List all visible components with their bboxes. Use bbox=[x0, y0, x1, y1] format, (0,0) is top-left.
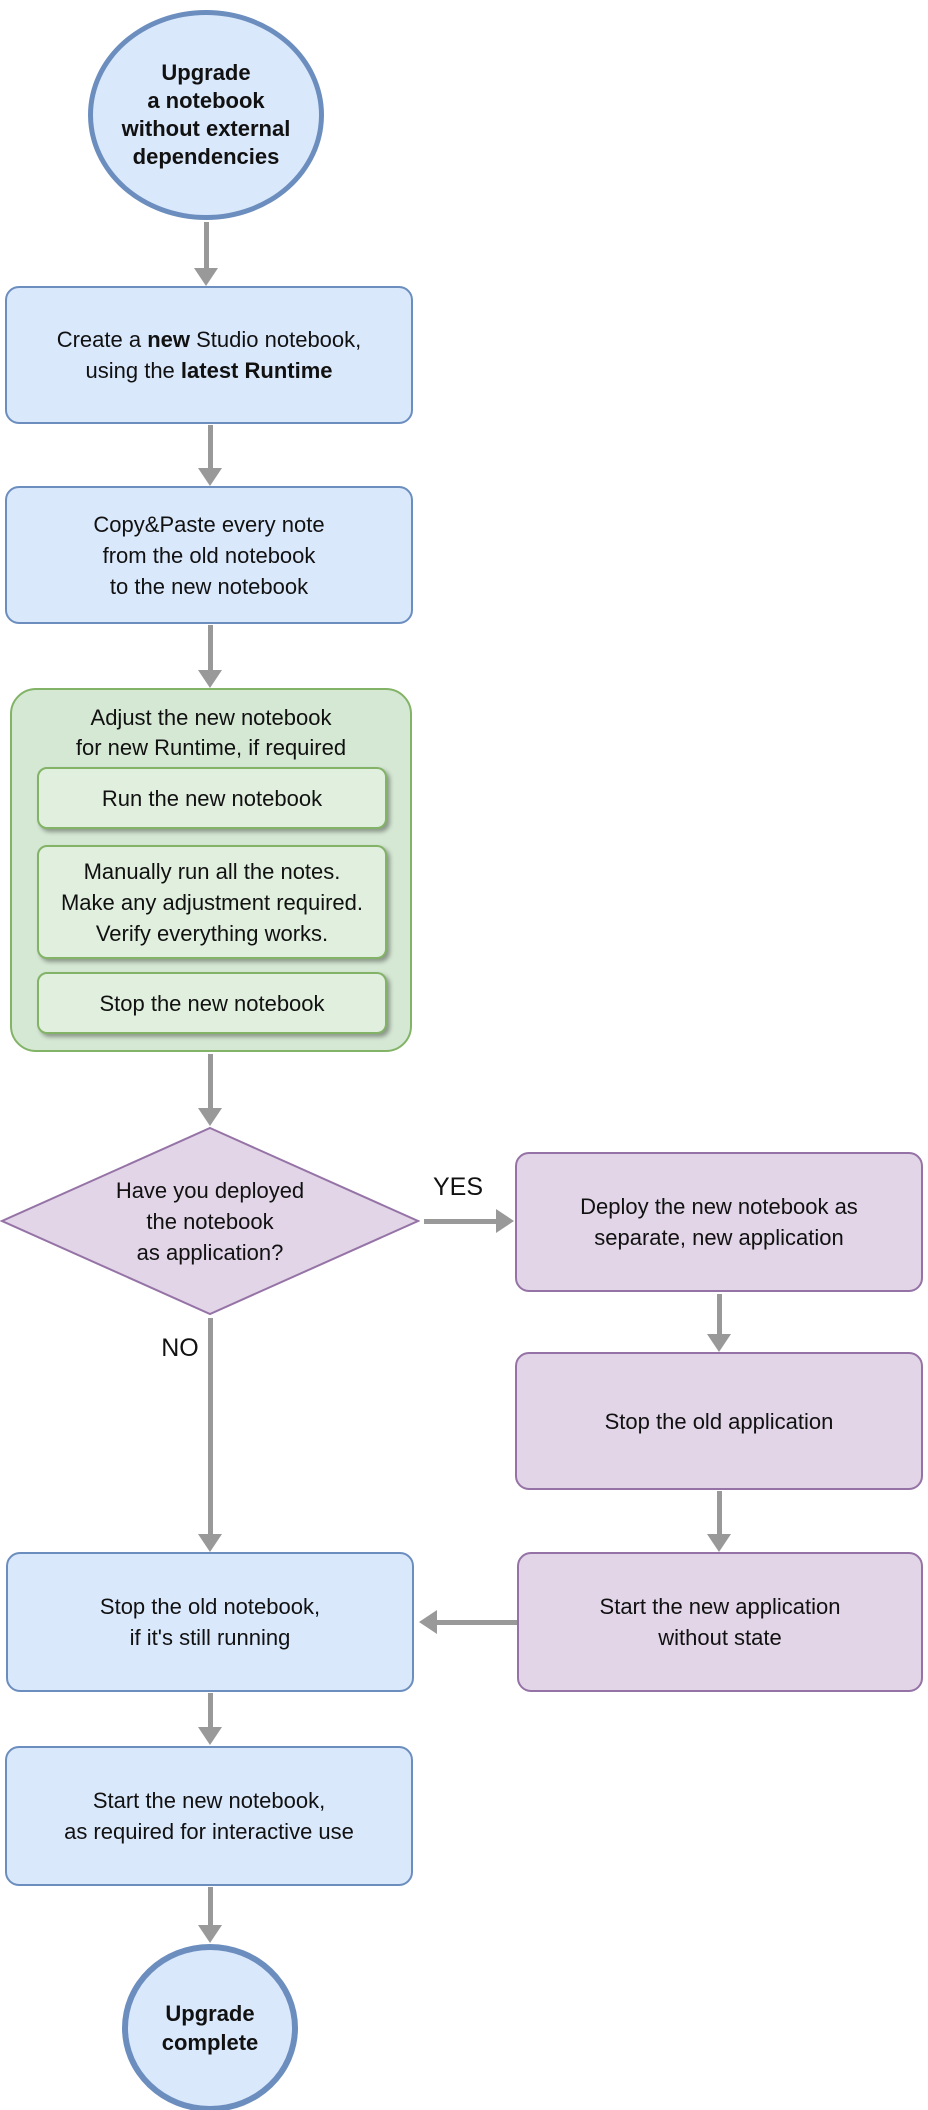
step-manual-run-line: Make any adjustment required. bbox=[60, 889, 364, 915]
step-manual-run-line: Manually run all the notes. bbox=[83, 858, 341, 884]
start-node-label-line: dependencies bbox=[132, 144, 280, 169]
stop-old-notebook-node: Stop the old notebook, if it's still run… bbox=[6, 1552, 414, 1692]
deploy-app-line: separate, new application bbox=[594, 1225, 844, 1250]
arrow-left-icon bbox=[419, 1610, 437, 1634]
adjust-group-title-line: Adjust the new notebook bbox=[90, 705, 332, 730]
step-manual-run-node: Manually run all the notes. Make any adj… bbox=[37, 845, 387, 959]
step-run-notebook-label: Run the new notebook bbox=[101, 785, 323, 811]
start-new-notebook-node: Start the new notebook, as required for … bbox=[5, 1746, 413, 1886]
decision-label-line: Have you deployed bbox=[115, 1177, 305, 1203]
arrow-no-to-stopnotebook bbox=[197, 1318, 223, 1552]
yes-label: YES bbox=[432, 1173, 484, 1201]
create-notebook-line1: Create a new Studio notebook, bbox=[57, 324, 362, 355]
start-node-label-line: without external bbox=[121, 116, 291, 141]
start-node-label-line: a notebook bbox=[147, 88, 265, 113]
text-run-bold: latest Runtime bbox=[180, 358, 333, 383]
end-node-label-line: complete bbox=[161, 2030, 259, 2055]
stop-old-notebook-line: Stop the old notebook, bbox=[99, 1594, 321, 1619]
stop-old-app-label: Stop the old application bbox=[604, 1408, 834, 1434]
start-new-app-node: Start the new application without state bbox=[517, 1552, 923, 1692]
copy-paste-line: to the new notebook bbox=[109, 573, 309, 599]
step-manual-run-line: Verify everything works. bbox=[95, 920, 329, 946]
arrow-down-icon bbox=[198, 670, 222, 688]
text-run: Create a bbox=[56, 327, 148, 352]
deploy-app-node: Deploy the new notebook as separate, new… bbox=[515, 1152, 923, 1292]
arrow-adjust-to-decision bbox=[197, 1054, 223, 1126]
decision-label-line: the notebook bbox=[146, 1208, 274, 1234]
arrow-shaft bbox=[207, 1054, 213, 1108]
arrow-down-icon bbox=[707, 1334, 731, 1352]
arrow-shaft bbox=[207, 1693, 213, 1727]
arrow-deploy-to-stopapp bbox=[706, 1294, 732, 1352]
decision-diamond-shape bbox=[0, 1126, 421, 1316]
step-run-notebook-node: Run the new notebook bbox=[37, 767, 387, 829]
start-node-label-line: Upgrade bbox=[161, 60, 251, 85]
arrow-down-icon bbox=[198, 1534, 222, 1552]
end-node-label-line: Upgrade bbox=[165, 2001, 255, 2026]
start-new-app-line: without state bbox=[658, 1625, 782, 1650]
text-run: using the bbox=[85, 358, 181, 383]
decision-label: Have you deployed the notebook as applic… bbox=[0, 1126, 420, 1316]
arrow-down-icon bbox=[707, 1534, 731, 1552]
stop-old-notebook-line: if it's still running bbox=[129, 1625, 291, 1650]
arrow-shaft bbox=[437, 1619, 517, 1625]
arrow-down-icon bbox=[198, 1108, 222, 1126]
text-run: Studio notebook, bbox=[190, 327, 362, 352]
arrow-shaft bbox=[207, 625, 213, 670]
arrow-yes-to-deploy bbox=[424, 1208, 514, 1234]
arrow-startapp-to-stopnotebook bbox=[419, 1609, 517, 1635]
arrow-shaft bbox=[203, 222, 209, 268]
arrow-startnotebook-to-end bbox=[197, 1887, 223, 1943]
decision-label-line: as application? bbox=[136, 1239, 284, 1265]
deploy-app-line: Deploy the new notebook as bbox=[580, 1194, 858, 1219]
adjust-group-node: Adjust the new notebook for new Runtime,… bbox=[10, 688, 412, 1052]
adjust-group-title: Adjust the new notebook for new Runtime,… bbox=[12, 703, 410, 763]
arrow-stopapp-to-startapp bbox=[706, 1491, 732, 1552]
text-run-bold: new bbox=[147, 327, 191, 352]
start-new-app-line: Start the new application bbox=[599, 1594, 841, 1619]
arrow-down-icon bbox=[194, 268, 218, 286]
step-stop-notebook-node: Stop the new notebook bbox=[37, 972, 387, 1034]
arrow-copy-to-adjust bbox=[197, 625, 223, 688]
arrow-down-icon bbox=[198, 1925, 222, 1943]
arrow-right-icon bbox=[496, 1209, 514, 1233]
step-stop-notebook-label: Stop the new notebook bbox=[99, 990, 325, 1016]
arrow-shaft bbox=[207, 1318, 213, 1534]
copy-paste-line: from the old notebook bbox=[102, 542, 316, 568]
decision-diamond-polygon bbox=[0, 1126, 421, 1316]
start-node: Upgrade a notebook without external depe… bbox=[88, 10, 324, 220]
adjust-group-title-line: for new Runtime, if required bbox=[75, 735, 347, 760]
copy-paste-line: Copy&Paste every note bbox=[93, 511, 325, 537]
copy-paste-node: Copy&Paste every note from the old noteb… bbox=[5, 486, 413, 624]
arrow-start-to-create bbox=[193, 222, 219, 286]
decision-node: Have you deployed the notebook as applic… bbox=[0, 1126, 421, 1316]
arrow-stopnotebook-to-startnotebook bbox=[197, 1693, 223, 1745]
start-new-notebook-line: as required for interactive use bbox=[64, 1819, 354, 1844]
create-notebook-node: Create a new Studio notebook, using the … bbox=[5, 286, 413, 424]
arrow-down-icon bbox=[198, 468, 222, 486]
arrow-shaft bbox=[207, 1887, 213, 1925]
arrow-shaft bbox=[716, 1491, 722, 1534]
arrow-shaft bbox=[207, 425, 213, 468]
stop-old-app-node: Stop the old application bbox=[515, 1352, 923, 1490]
arrow-down-icon bbox=[198, 1727, 222, 1745]
arrow-create-to-copy bbox=[197, 425, 223, 486]
create-notebook-line2: using the latest Runtime bbox=[86, 355, 333, 386]
arrow-shaft bbox=[716, 1294, 722, 1334]
no-label: NO bbox=[161, 1334, 199, 1362]
start-new-notebook-line: Start the new notebook, bbox=[92, 1788, 326, 1813]
arrow-shaft bbox=[424, 1218, 496, 1224]
end-node: Upgrade complete bbox=[122, 1944, 298, 2110]
